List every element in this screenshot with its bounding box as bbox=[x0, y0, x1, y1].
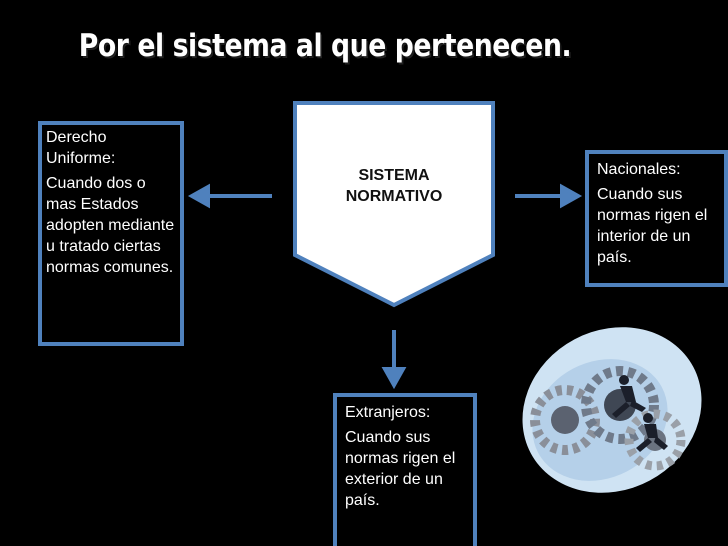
extranjeros-box: Extranjeros: Cuando sus normas rigen el … bbox=[333, 393, 477, 546]
arrow-down bbox=[381, 330, 407, 390]
derecho-uniforme-label: Derecho Uniforme: bbox=[46, 129, 116, 167]
center-line-1: SISTEMA bbox=[358, 167, 430, 184]
derecho-uniforme-text: Cuando dos o mas Estados adopten mediant… bbox=[46, 175, 175, 276]
arrow-left bbox=[187, 183, 272, 209]
center-line-2: NORMATIVO bbox=[345, 188, 443, 205]
page-title: Por el sistema al que pertenecen. bbox=[78, 28, 572, 64]
gears-clipart-image bbox=[522, 327, 702, 493]
arrow-right bbox=[515, 183, 583, 209]
derecho-uniforme-box: Derecho Uniforme: Cuando dos o mas Estad… bbox=[38, 121, 184, 346]
nacionales-text: Cuando sus normas rigen el interior de u… bbox=[597, 186, 708, 266]
sistema-normativo-shape bbox=[293, 101, 495, 308]
extranjeros-text: Cuando sus normas rigen el exterior de u… bbox=[345, 429, 456, 509]
sistema-normativo-label: SISTEMA NORMATIVO bbox=[324, 165, 464, 207]
extranjeros-label: Extranjeros: bbox=[345, 404, 431, 421]
nacionales-box: Nacionales: Cuando sus normas rigen el i… bbox=[585, 150, 728, 287]
nacionales-label: Nacionales: bbox=[597, 161, 681, 178]
